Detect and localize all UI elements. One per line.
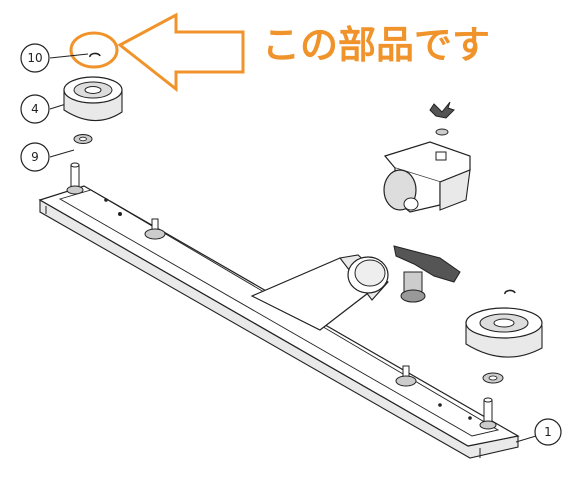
- part-10-eclip: [49, 52, 101, 59]
- part-1-squeegee-bar: [38, 185, 520, 459]
- right-eclip: [504, 289, 516, 295]
- left-arrow-outline-icon: [117, 12, 245, 93]
- callout-4: 4: [20, 94, 50, 124]
- part-4-wheel: [49, 76, 123, 122]
- right-wheel: [465, 307, 543, 358]
- circle-highlight-icon: [69, 31, 119, 69]
- caster-bracket: [383, 141, 471, 213]
- annotation-group: この部品です: [69, 12, 490, 93]
- suction-nozzle: [250, 254, 389, 331]
- annotation-text: この部品です: [262, 23, 490, 67]
- callout-9-label: 9: [31, 150, 39, 164]
- t-knob: [393, 245, 461, 303]
- stud-left: [144, 218, 166, 240]
- callout-10: 10: [20, 43, 50, 73]
- callout-9: 9: [20, 142, 50, 172]
- right-axle-post: [479, 397, 497, 430]
- callout-10-label: 10: [27, 51, 42, 65]
- left-axle-post: [66, 162, 84, 195]
- callout-1: 1: [515, 418, 562, 446]
- wing-nut: [429, 101, 455, 136]
- part-9-washer: [49, 134, 93, 158]
- callout-4-label: 4: [31, 102, 39, 116]
- stud-right: [395, 365, 417, 387]
- callout-1-label: 1: [544, 425, 552, 439]
- right-washer: [482, 372, 504, 384]
